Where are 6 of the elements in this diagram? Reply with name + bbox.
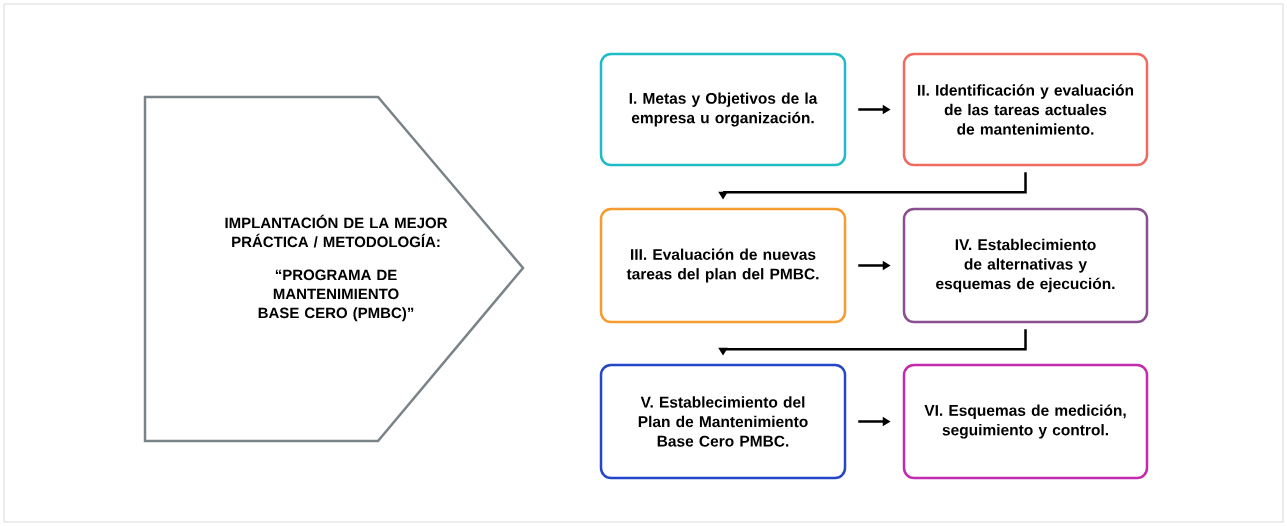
process-box: V. Establecimiento del Plan de Mantenimiento Base Cero PMBC.	[599, 363, 847, 480]
process-box: IV. Establecimiento de alternativas y esquemas de ejecución.	[902, 207, 1149, 324]
process-box: VI. Esquemas de medición, seguimiento y control.	[902, 363, 1149, 480]
process-box: II. Identificación y evaluación de las tareas actuales de mantenimiento.	[902, 52, 1149, 167]
process-box: I. Metas y Objetivos de la empresa u organización.	[599, 52, 847, 167]
process-box: III. Evaluación de nuevas tareas del plan del PMBC.	[599, 207, 847, 324]
